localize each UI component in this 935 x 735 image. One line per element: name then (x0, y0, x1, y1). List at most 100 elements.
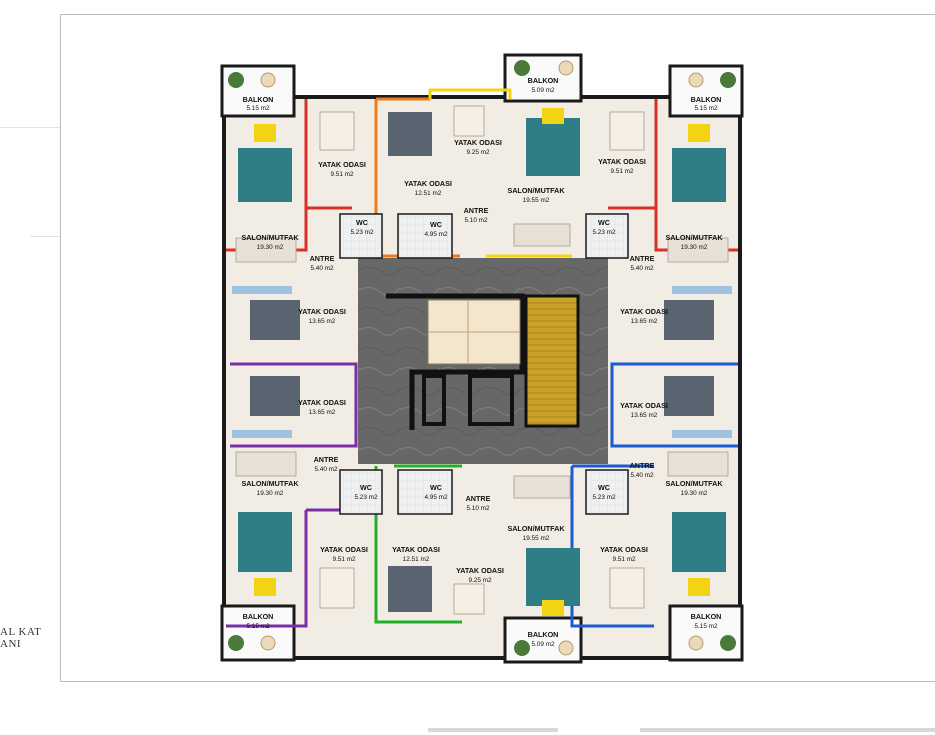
room-name: BALKON (691, 612, 722, 621)
room-area: 5.40 m2 (630, 472, 654, 479)
margin-rule (0, 127, 60, 128)
room-name: ANTRE (630, 461, 655, 470)
room-area: 5.09 m2 (531, 641, 555, 648)
room-name: SALON/MUTFAK (665, 479, 723, 488)
room-name: WC (356, 218, 368, 227)
balcony-group (220, 53, 744, 664)
wc-tile (397, 469, 453, 515)
room-area: 4.95 m2 (424, 494, 448, 501)
room-name: YATAK ODASI (454, 138, 502, 147)
stair-core (386, 293, 580, 430)
room-name: BALKON (528, 76, 559, 85)
room-name: SALON/MUTFAK (241, 233, 299, 242)
unit-purple-outline (230, 362, 358, 448)
room-name: WC (598, 218, 610, 227)
living-rug (526, 548, 580, 606)
unit-blue-outline-bottom (570, 464, 654, 628)
balkon-bl (220, 604, 296, 662)
bed-icon (319, 111, 355, 151)
window (232, 286, 292, 294)
table-icon (558, 640, 574, 656)
bed-icon (453, 105, 485, 137)
room-area: 13.65 m2 (309, 318, 336, 325)
stair-step-lines (428, 300, 520, 364)
wc-tile (397, 213, 453, 259)
wc-tile (585, 469, 629, 515)
plant-icon (514, 60, 530, 76)
room-area: 13.65 m2 (631, 318, 658, 325)
table-icon (260, 72, 276, 88)
balkon-bc (503, 616, 583, 664)
kitchen-counter (235, 237, 297, 263)
bed-icon (453, 583, 485, 615)
room-area: 5.23 m2 (354, 494, 378, 501)
room-name: WC (430, 220, 442, 229)
room-area: 12.51 m2 (403, 556, 430, 563)
wc-tile (585, 213, 629, 259)
kitchen-counter (667, 237, 729, 263)
room-area: 9.25 m2 (468, 577, 492, 584)
stair-wood (524, 294, 580, 428)
room-area: 5.10 m2 (464, 217, 488, 224)
bed-icon (664, 376, 714, 416)
room-area: 9.51 m2 (612, 556, 636, 563)
room-name: YATAK ODASI (598, 157, 646, 166)
living-rug (238, 148, 292, 202)
room-name: ANTRE (464, 206, 489, 215)
elevator-shaft (468, 374, 514, 426)
unit-blue-outline (610, 362, 738, 448)
caption-line-2: ANI (0, 638, 22, 650)
room-area: 19.30 m2 (257, 244, 284, 251)
kitchen-counter (667, 451, 729, 477)
bottom-rule (428, 728, 558, 732)
room-area: 5.40 m2 (310, 265, 334, 272)
room-name: ANTRE (314, 455, 339, 464)
living-rug (238, 512, 292, 572)
armchair-icon (254, 124, 276, 142)
living-rug (672, 512, 726, 572)
margin-rule (30, 236, 60, 237)
table-icon (558, 60, 574, 76)
table-icon (688, 635, 704, 651)
room-name: WC (360, 483, 372, 492)
kitchen-counter (513, 475, 571, 499)
furniture (232, 105, 732, 616)
room-area: 9.25 m2 (466, 149, 490, 156)
wet-areas (339, 213, 629, 515)
bed-icon (319, 567, 355, 609)
bed-icon (609, 111, 645, 151)
room-area: 19.30 m2 (681, 244, 708, 251)
plant-icon (514, 640, 530, 656)
room-area: 5.09 m2 (531, 87, 555, 94)
room-name: BALKON (528, 630, 559, 639)
room-area: 19.55 m2 (523, 535, 550, 542)
plant-icon (720, 635, 736, 651)
bed-icon (250, 300, 300, 340)
room-name: SALON/MUTFAK (665, 233, 723, 242)
balkon-br (668, 604, 744, 662)
room-name: YATAK ODASI (318, 160, 366, 169)
room-area: 13.65 m2 (631, 412, 658, 419)
room-name: SALON/MUTFAK (507, 186, 565, 195)
room-area: 19.55 m2 (523, 197, 550, 204)
armchair-icon (688, 578, 710, 596)
room-name: BALKON (243, 612, 274, 621)
table-icon (688, 72, 704, 88)
room-area: 12.51 m2 (415, 190, 442, 197)
bed-icon (664, 300, 714, 340)
living-rug (672, 148, 726, 202)
room-area: 9.51 m2 (610, 168, 634, 175)
room-area: 5.23 m2 (350, 229, 374, 236)
elevator-shaft (422, 374, 446, 426)
room-name: WC (430, 483, 442, 492)
bed-icon (388, 112, 432, 156)
bed-icon (388, 566, 432, 612)
core-wall (386, 293, 525, 430)
armchair-icon (542, 600, 564, 616)
room-area: 5.15 m2 (694, 623, 718, 630)
window (232, 430, 292, 438)
room-name: ANTRE (310, 254, 335, 263)
room-area: 5.40 m2 (314, 466, 338, 473)
room-name: YATAK ODASI (298, 398, 346, 407)
